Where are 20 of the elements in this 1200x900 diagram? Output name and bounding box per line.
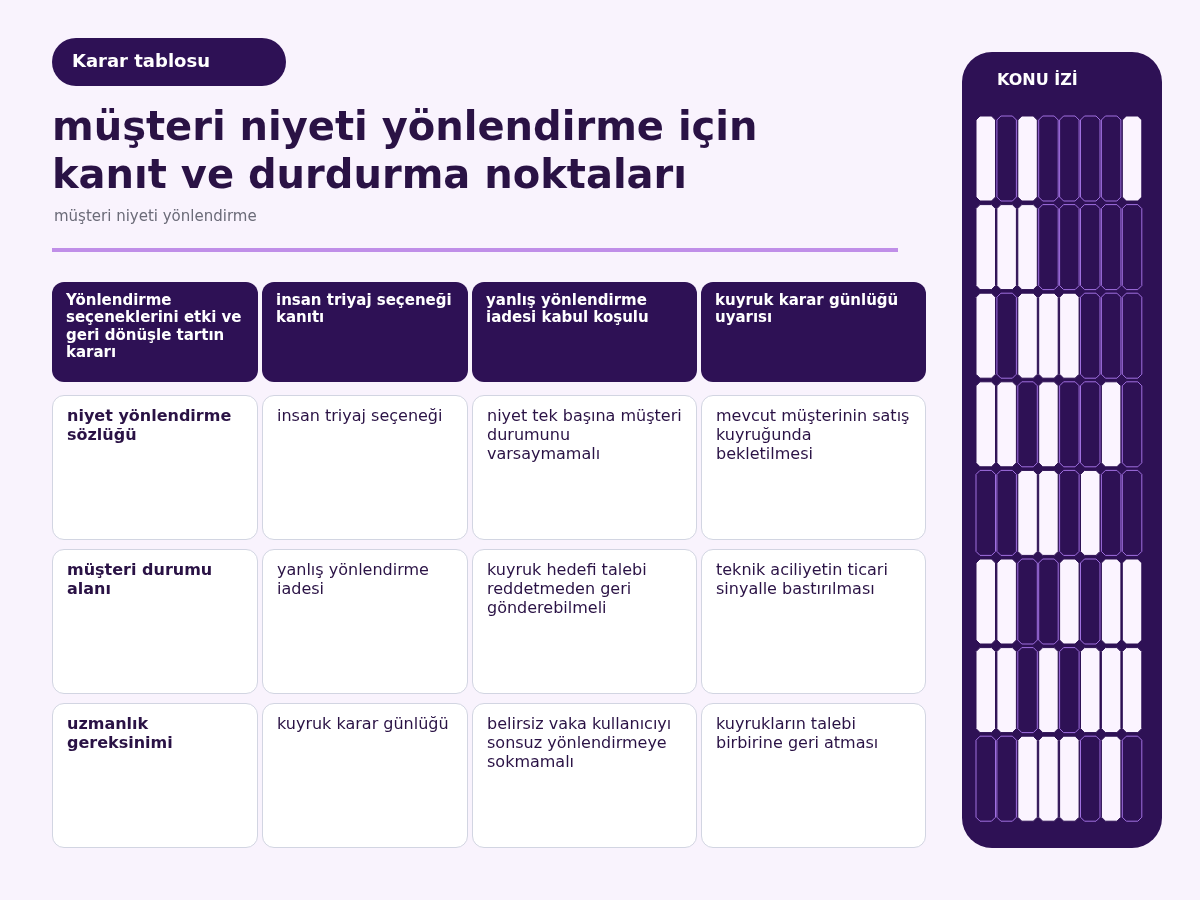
panel-title: KONU İZİ xyxy=(997,70,1078,89)
table-cell: teknik aciliyetin ticari sinyalle bastırılması xyxy=(701,549,926,694)
row-header: niyet yönlendirme sözlüğü xyxy=(52,395,258,540)
column-header: yanlış yönlendirme iadesi kabul koşulu xyxy=(472,282,697,382)
table-cell: insan triyaj seçeneği xyxy=(262,395,468,540)
tag-pill: Karar tablosu xyxy=(52,38,286,86)
title: müşteri niyeti yönlendirme için kanıt ve durdurma noktaları xyxy=(52,102,759,198)
table-cell: kuyruk hedefi talebi reddetmeden geri gönderebilmeli xyxy=(472,549,697,694)
row-header: uzmanlık gereksinimi xyxy=(52,703,258,848)
table-cell: niyet tek başına müşteri durumunu varsaymamalı xyxy=(472,395,697,540)
table-cell: mevcut müşterinin satış kuyruğunda bekletilmesi xyxy=(701,395,926,540)
table-cell: belirsiz vaka kullanıcıyı sonsuz yönlendirmeye sokmamalı xyxy=(472,703,697,848)
table-cell: kuyrukların talebi birbirine geri atması xyxy=(701,703,926,848)
column-header: kuyruk karar günlüğü uyarısı xyxy=(701,282,926,382)
subtitle: müşteri niyeti yönlendirme xyxy=(54,207,257,225)
column-header: Yönlendirme seçeneklerini etki ve geri dönüşle tartın kararı xyxy=(52,282,258,382)
column-header: insan triyaj seçeneği kanıtı xyxy=(262,282,468,382)
table-cell: yanlış yönlendirme iadesi xyxy=(262,549,468,694)
table-cell: kuyruk karar günlüğü xyxy=(262,703,468,848)
row-header: müşteri durumu alanı xyxy=(52,549,258,694)
